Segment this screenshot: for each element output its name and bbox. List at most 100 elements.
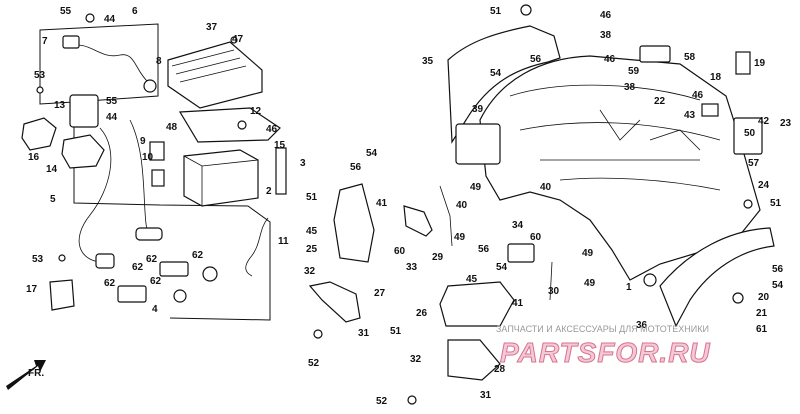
callout-15: 15 [274,140,286,151]
callout-55b: 55 [106,96,118,107]
battery-cover-37 [167,41,263,109]
callout-54: 54 [366,148,378,159]
mud-flap-36 [659,227,775,328]
callout-16: 16 [28,152,40,163]
callout-27: 27 [374,288,386,299]
bracket-34 [507,243,535,263]
callout-5: 5 [50,194,56,205]
callout-1: 1 [626,282,632,293]
callout-32b: 32 [410,354,422,365]
callout-42: 42 [758,116,770,127]
callout-4: 4 [152,304,158,315]
bracket-60 [403,205,433,237]
callout-17: 17 [26,284,38,295]
bracket-25 [333,183,375,263]
callout-51a: 51 [490,6,502,17]
front-label: FR. [28,368,44,379]
battery-holder-15 [178,107,281,143]
callout-40: 40 [456,200,468,211]
bracket-group [308,183,553,405]
bolt-52a [313,329,323,339]
callout-20: 20 [758,292,770,303]
callout-47: 47 [232,34,244,45]
callout-35: 35 [422,56,434,67]
callout-34: 34 [512,220,524,231]
bolt-47 [230,36,238,44]
bolt-53 [36,86,44,94]
fuse-10 [151,169,165,187]
callout-59: 59 [628,66,640,77]
callout-56a: 56 [530,54,542,65]
front-direction-marker: FR. [6,360,46,390]
harness-bracket-box [39,23,159,105]
callout-62e: 62 [132,262,144,273]
cap-1 [643,273,657,287]
rod-30 [549,261,553,301]
callout-28: 28 [494,364,506,375]
callout-3: 3 [300,158,306,169]
callout-62c: 62 [104,278,116,289]
callout-57: 57 [748,158,760,169]
callout-31: 31 [358,328,370,339]
battery-rubber-3 [275,147,287,195]
callout-49b: 49 [582,248,594,259]
callout-45: 45 [306,226,318,237]
callout-31b: 31 [480,390,492,401]
callout-53: 53 [34,70,46,81]
front-arrow-icon [6,360,46,390]
watermark: ЗАПЧАСТИ И АКСЕССУАРЫ ДЛЯ МОТОТЕХНИКИ PA… [496,324,711,369]
callout-46c: 46 [604,54,616,65]
grommet-62 [202,266,218,282]
callout-36: 36 [636,320,648,331]
callout-45b: 45 [466,274,478,285]
stay-28 [447,339,501,381]
callout-54c: 54 [496,262,508,273]
callout-46b: 46 [600,10,612,21]
connector-4 [117,285,147,303]
callout-60: 60 [394,246,406,257]
callout-51d: 51 [770,198,782,209]
rear-fender-group [447,4,775,328]
connector-7 [62,35,80,49]
callout-14: 14 [46,164,58,175]
terminal-8 [143,79,157,93]
callout-25: 25 [306,244,318,255]
callout-41: 41 [376,198,388,209]
callout-51c: 51 [390,326,402,337]
bolt-51a [520,4,532,16]
callout-55: 55 [60,6,72,17]
cable-harness-6 [67,44,149,83]
callout-52b: 52 [376,396,388,407]
callout-33: 33 [406,262,418,273]
battery-group [21,13,287,321]
cover-14 [61,134,105,169]
callout-52: 52 [308,358,320,369]
watermark-caption: ЗАПЧАСТИ И АКСЕССУАРЫ ДЛЯ МОТОТЕХНИКИ [496,324,709,334]
callout-56: 56 [350,162,362,173]
plate-23 [733,117,763,155]
connector-62b [135,227,163,241]
callout-61: 61 [756,324,768,335]
callout-12: 12 [250,106,262,117]
callout-labels: 55 44 6 7 8 53 13 55 44 16 14 5 9 10 48 … [26,6,792,407]
starter-relay-13 [69,94,99,128]
callout-46: 46 [266,124,278,135]
seal-39 [455,123,501,165]
callout-8: 8 [156,56,162,67]
callout-50: 50 [744,128,756,139]
clip-43 [701,103,719,117]
callout-54a: 54 [490,68,502,79]
callout-60b: 60 [530,232,542,243]
battery-2 [183,149,259,207]
callout-54d: 54 [772,280,784,291]
callout-62a: 62 [192,250,204,261]
bracket-58 [639,45,671,63]
callout-9: 9 [140,136,146,147]
callout-56c: 56 [478,244,490,255]
callout-62b: 62 [146,254,158,265]
callout-2: 2 [266,186,272,197]
callout-7: 7 [42,36,48,47]
watermark-logo: PARTSFOR.RU [500,337,711,368]
rod-29 [439,185,453,247]
washer-20 [732,292,744,304]
